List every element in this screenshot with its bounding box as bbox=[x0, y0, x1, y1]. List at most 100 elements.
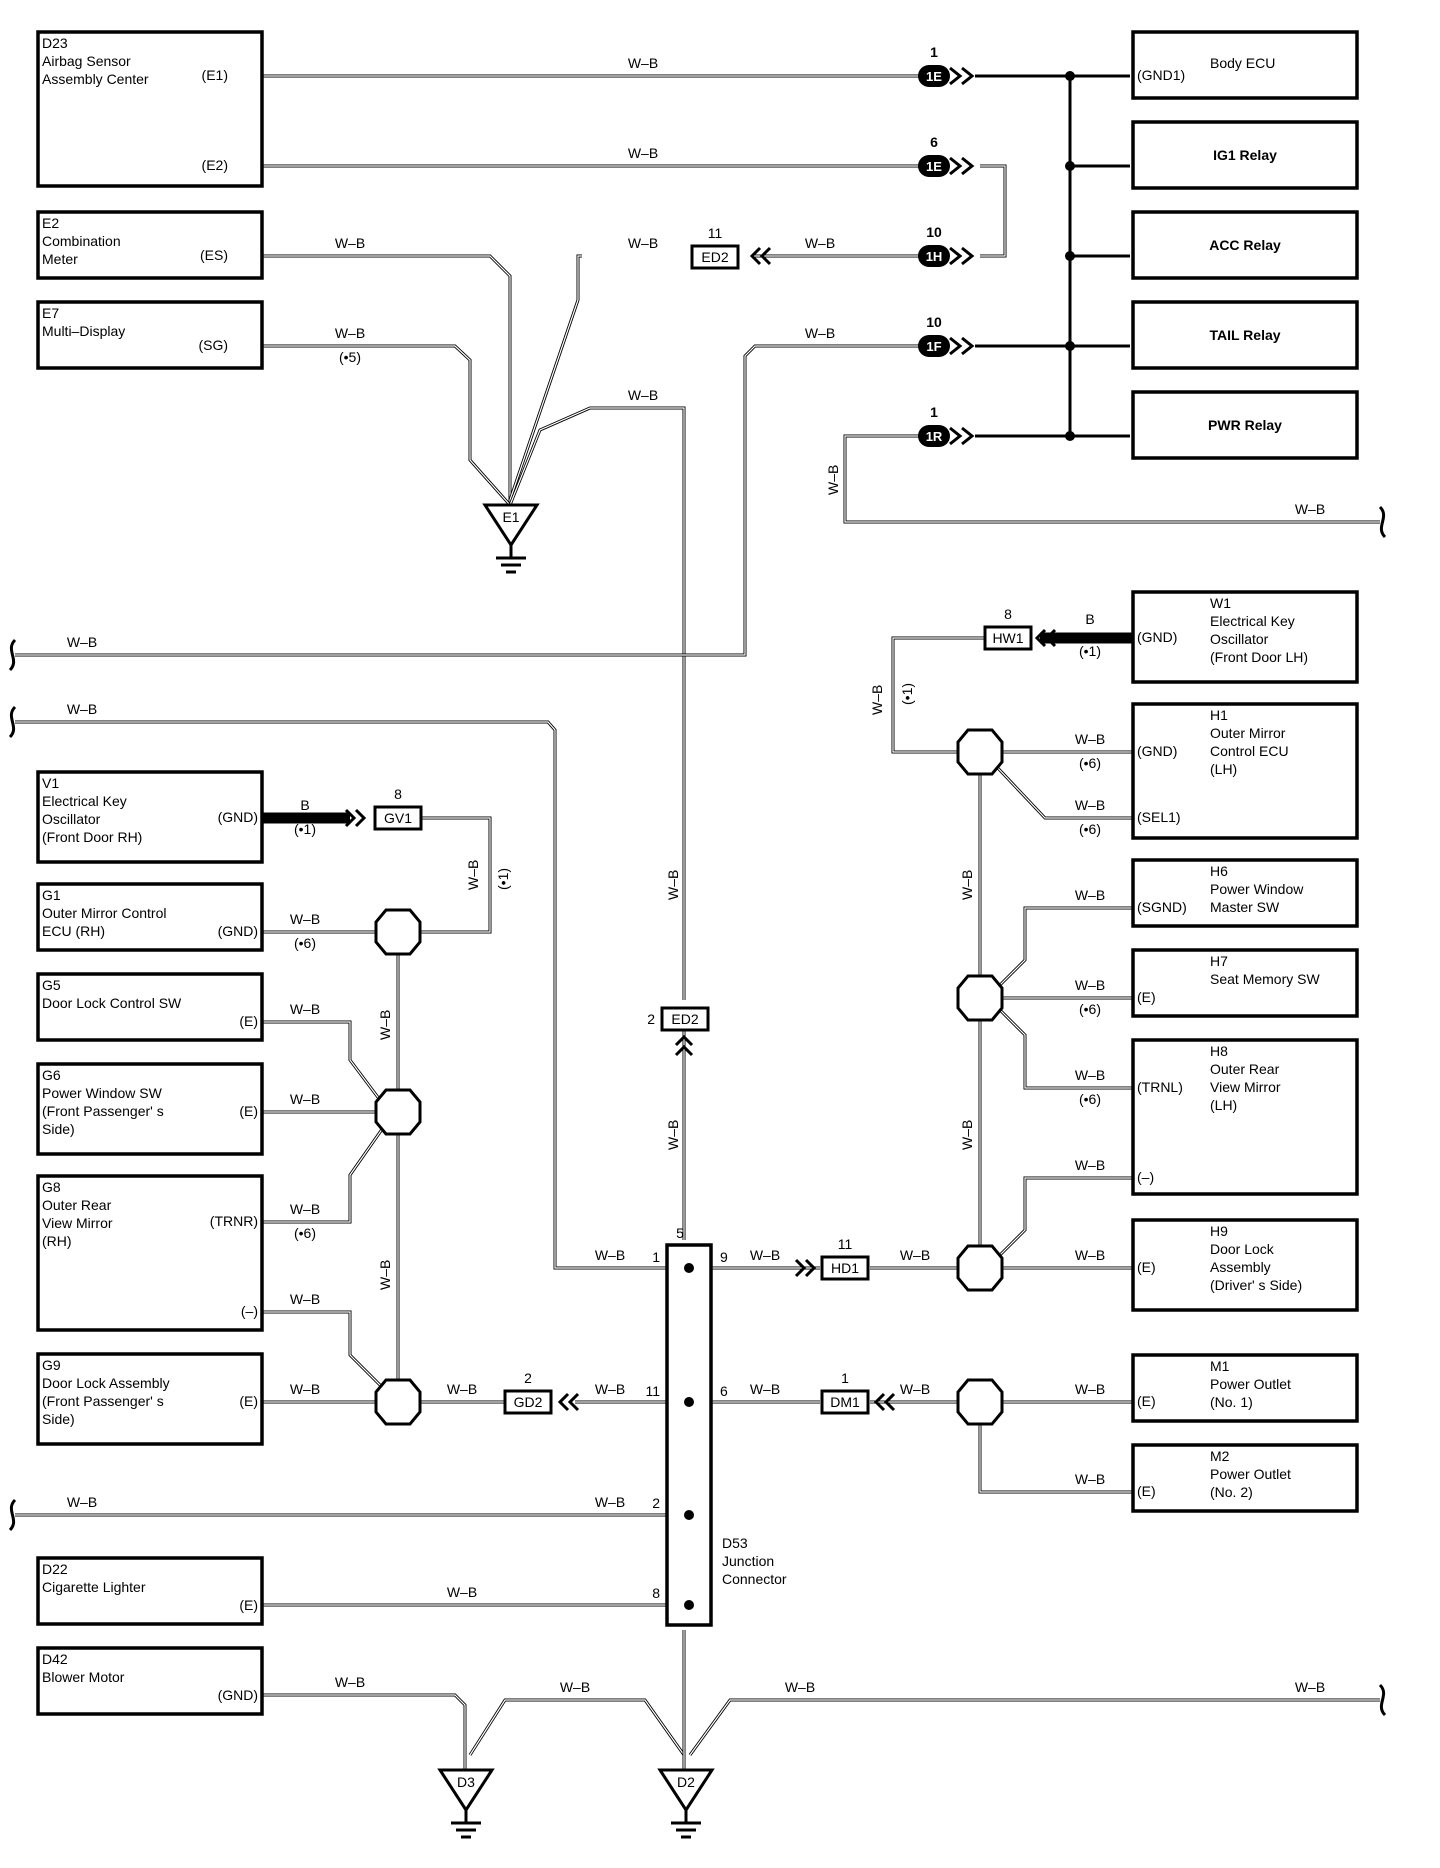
note-label: (•6) bbox=[294, 935, 316, 951]
wire-label: W–B bbox=[628, 235, 658, 251]
d22-name1: Cigarette Lighter bbox=[42, 1579, 146, 1595]
wire-label: W–B bbox=[335, 235, 365, 251]
v1-name2: Oscillator bbox=[42, 811, 101, 827]
wire-label: W–B bbox=[628, 145, 658, 161]
h9-pin: (E) bbox=[1137, 1259, 1156, 1275]
splice-h1 bbox=[956, 728, 1004, 776]
wire-label-vertical: W–B bbox=[869, 685, 885, 715]
h1-name3: (LH) bbox=[1210, 761, 1237, 777]
g9-name2: (Front Passenger' s bbox=[42, 1393, 164, 1409]
v1-name3: (Front Door RH) bbox=[42, 829, 142, 845]
w1-name2: Oscillator bbox=[1210, 631, 1269, 647]
note-label-vertical: (•1) bbox=[495, 868, 511, 890]
wire-label: B bbox=[1085, 611, 1094, 627]
h1-id: H1 bbox=[1210, 707, 1228, 723]
g6-pin: (E) bbox=[239, 1103, 258, 1119]
wire-label: W–B bbox=[595, 1381, 625, 1397]
conn-1e-a: 1E bbox=[926, 69, 942, 84]
v1-name1: Electrical Key bbox=[42, 793, 127, 809]
wire-label: W–B bbox=[628, 55, 658, 71]
note-label: (•6) bbox=[294, 1225, 316, 1241]
d23-id: D23 bbox=[42, 35, 68, 51]
h9-id: H9 bbox=[1210, 1223, 1228, 1239]
junction-pin-2: 2 bbox=[652, 1495, 660, 1511]
d23-name1: Airbag Sensor bbox=[42, 53, 131, 69]
junction-pin-1: 1 bbox=[652, 1249, 660, 1265]
note-label: (•6) bbox=[1079, 1091, 1101, 1107]
wire-label: W–B bbox=[447, 1381, 477, 1397]
d42-id: D42 bbox=[42, 1651, 68, 1667]
splice-h9 bbox=[956, 1244, 1004, 1292]
box-m1 bbox=[1131, 1353, 1359, 1423]
conn-hw1-pin: 8 bbox=[1004, 606, 1012, 622]
note-label: (•1) bbox=[1079, 643, 1101, 659]
conn-dm1: DM1 bbox=[830, 1394, 860, 1410]
g8-id: G8 bbox=[42, 1179, 61, 1195]
box-g9 bbox=[36, 1352, 264, 1446]
wire-label-vertical: W–B bbox=[665, 1120, 681, 1150]
connector-labels: 1E 1 1E 6 1H 10 1F 10 1R 1 ED2 11 ED2 2 … bbox=[384, 44, 1024, 1790]
e7-id: E7 bbox=[42, 305, 59, 321]
junction-pin-11: 11 bbox=[645, 1383, 660, 1399]
conn-ed2-mid-pin: 2 bbox=[647, 1011, 655, 1027]
g1-id: G1 bbox=[42, 887, 61, 903]
ground-d3 bbox=[437, 1768, 495, 1813]
h1-pin2: (SEL1) bbox=[1137, 809, 1181, 825]
h8-name2: View Mirror bbox=[1210, 1079, 1281, 1095]
pwr-relay-name: PWR Relay bbox=[1208, 417, 1282, 433]
ground-d3-label: D3 bbox=[457, 1774, 475, 1790]
v1-id: V1 bbox=[42, 775, 59, 791]
wire-label: W–B bbox=[290, 1201, 320, 1217]
g1-pin: (GND) bbox=[218, 923, 258, 939]
g1-name1: Outer Mirror Control bbox=[42, 905, 166, 921]
conn-ed2-top-pin: 11 bbox=[708, 225, 723, 241]
ground-d2 bbox=[657, 1768, 715, 1813]
wire-label: W–B bbox=[750, 1247, 780, 1263]
junction-pin-8: 8 bbox=[652, 1585, 660, 1601]
box-h9 bbox=[1131, 1218, 1359, 1312]
wire-label: W–B bbox=[1075, 977, 1105, 993]
box-g5 bbox=[36, 972, 264, 1042]
g9-name3: Side) bbox=[42, 1411, 75, 1427]
d42-pin: (GND) bbox=[218, 1687, 258, 1703]
g5-id: G5 bbox=[42, 977, 61, 993]
ig1-relay-name: IG1 Relay bbox=[1213, 147, 1277, 163]
g1-name2: ECU (RH) bbox=[42, 923, 105, 939]
bus-dots bbox=[684, 71, 1075, 1610]
g5-name1: Door Lock Control SW bbox=[42, 995, 182, 1011]
wire-label-vertical: W–B bbox=[465, 860, 481, 890]
box-g6 bbox=[36, 1062, 264, 1156]
g8-pin2: (–) bbox=[241, 1303, 258, 1319]
d22-id: D22 bbox=[42, 1561, 68, 1577]
h8-id: H8 bbox=[1210, 1043, 1228, 1059]
g6-name2: (Front Passenger' s bbox=[42, 1103, 164, 1119]
h1-name2: Control ECU bbox=[1210, 743, 1289, 759]
wire-label: W–B bbox=[1075, 731, 1105, 747]
m1-pin: (E) bbox=[1137, 1393, 1156, 1409]
wire-label: W–B bbox=[1075, 1247, 1105, 1263]
e2-name2: Meter bbox=[42, 251, 78, 267]
wire-color-labels: W–B W–B W–B W–B W–B W–B (•5) W–B W–B W–B… bbox=[67, 55, 1325, 1695]
wire-label-vertical: W–B bbox=[959, 1120, 975, 1150]
wire-label: W–B bbox=[335, 1674, 365, 1690]
wires bbox=[15, 74, 1380, 1770]
wire-label: W–B bbox=[750, 1381, 780, 1397]
e7-pin: (SG) bbox=[198, 337, 228, 353]
wire-label-vertical: W–B bbox=[665, 870, 681, 900]
note-label: (•6) bbox=[1079, 821, 1101, 837]
e7-name1: Multi–Display bbox=[42, 323, 125, 339]
box-ig1-relay bbox=[1131, 120, 1359, 190]
splice-g6 bbox=[374, 1088, 422, 1136]
splice-m1 bbox=[956, 1378, 1004, 1426]
g9-id: G9 bbox=[42, 1357, 61, 1373]
d23-pin2: (E2) bbox=[202, 157, 228, 173]
conn-1e-b-pin: 6 bbox=[930, 134, 938, 150]
box-e7 bbox=[36, 300, 264, 370]
d53-name1: D53 bbox=[722, 1535, 748, 1551]
d53-junction-box bbox=[665, 1243, 713, 1627]
box-d42 bbox=[36, 1646, 264, 1716]
w1-name3: (Front Door LH) bbox=[1210, 649, 1308, 665]
ground-e1 bbox=[482, 503, 540, 548]
h6-pin: (SGND) bbox=[1137, 899, 1187, 915]
h8-pin1: (TRNL) bbox=[1137, 1079, 1183, 1095]
